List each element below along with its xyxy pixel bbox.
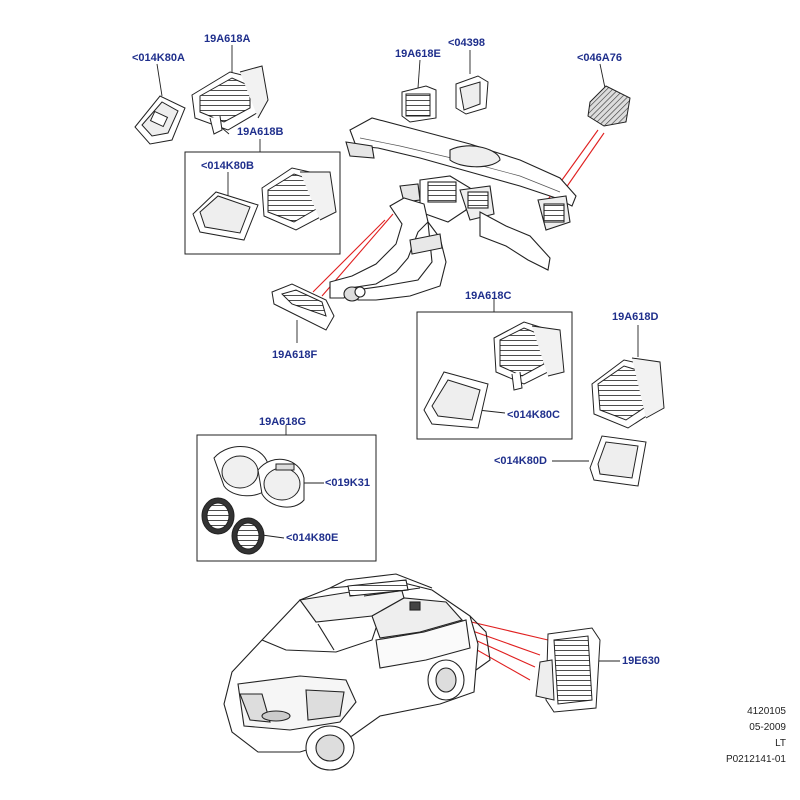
- label-014K80D: <014K80D: [494, 455, 547, 467]
- vent-19A618B: [261, 167, 337, 231]
- group-box-19A618G: [196, 434, 377, 562]
- label-04398: <04398: [448, 37, 486, 49]
- label-019K31: <019K31: [325, 477, 370, 489]
- grille-046A76: [587, 85, 631, 127]
- vent-19A618E: [401, 85, 437, 123]
- group-box-19A618B: [184, 151, 341, 255]
- vent-014K80E: [201, 497, 265, 555]
- dashboard-duct-assembly: [329, 117, 577, 302]
- ref-part-number: P0212141-01: [725, 754, 786, 765]
- leader-lines: [156, 45, 639, 662]
- label-014K80C: <014K80C: [507, 409, 560, 421]
- ref-code: LT: [775, 738, 786, 749]
- label-046A76: <046A76: [577, 52, 622, 64]
- label-19A618B: 19A618B: [237, 126, 284, 138]
- bezel-014K80A: [134, 95, 186, 145]
- vent-19A618F: [271, 283, 335, 331]
- label-014K80A: <014K80A: [132, 52, 185, 64]
- label-19A618A: 19A618A: [204, 33, 251, 45]
- vehicle-outline: [223, 573, 491, 771]
- bezel-014K80D: [589, 435, 647, 487]
- label-19A618C: 19A618C: [465, 290, 512, 302]
- label-014K80E: <014K80E: [286, 532, 339, 544]
- label-19A618G: 19A618G: [259, 416, 307, 428]
- label-19A618E: 19A618E: [395, 48, 441, 60]
- ref-number: 4120105: [747, 706, 786, 717]
- label-19A618F: 19A618F: [272, 349, 318, 361]
- vent-19E630: [535, 627, 601, 713]
- label-014K80B: <014K80B: [201, 160, 254, 172]
- group-box-19A618C: [416, 311, 573, 440]
- vent-19A618D: [591, 357, 665, 429]
- vent-019K31: [213, 446, 305, 508]
- vent-19A618A: [191, 65, 269, 135]
- bezel-014K80B: [192, 191, 259, 241]
- vent-19A618C: [493, 321, 565, 391]
- label-19E630: 19E630: [622, 655, 660, 667]
- ref-date: 05-2009: [749, 722, 786, 733]
- label-19A618D: 19A618D: [612, 311, 659, 323]
- bezel-014K80C: [423, 371, 489, 429]
- part-04398: [455, 75, 489, 115]
